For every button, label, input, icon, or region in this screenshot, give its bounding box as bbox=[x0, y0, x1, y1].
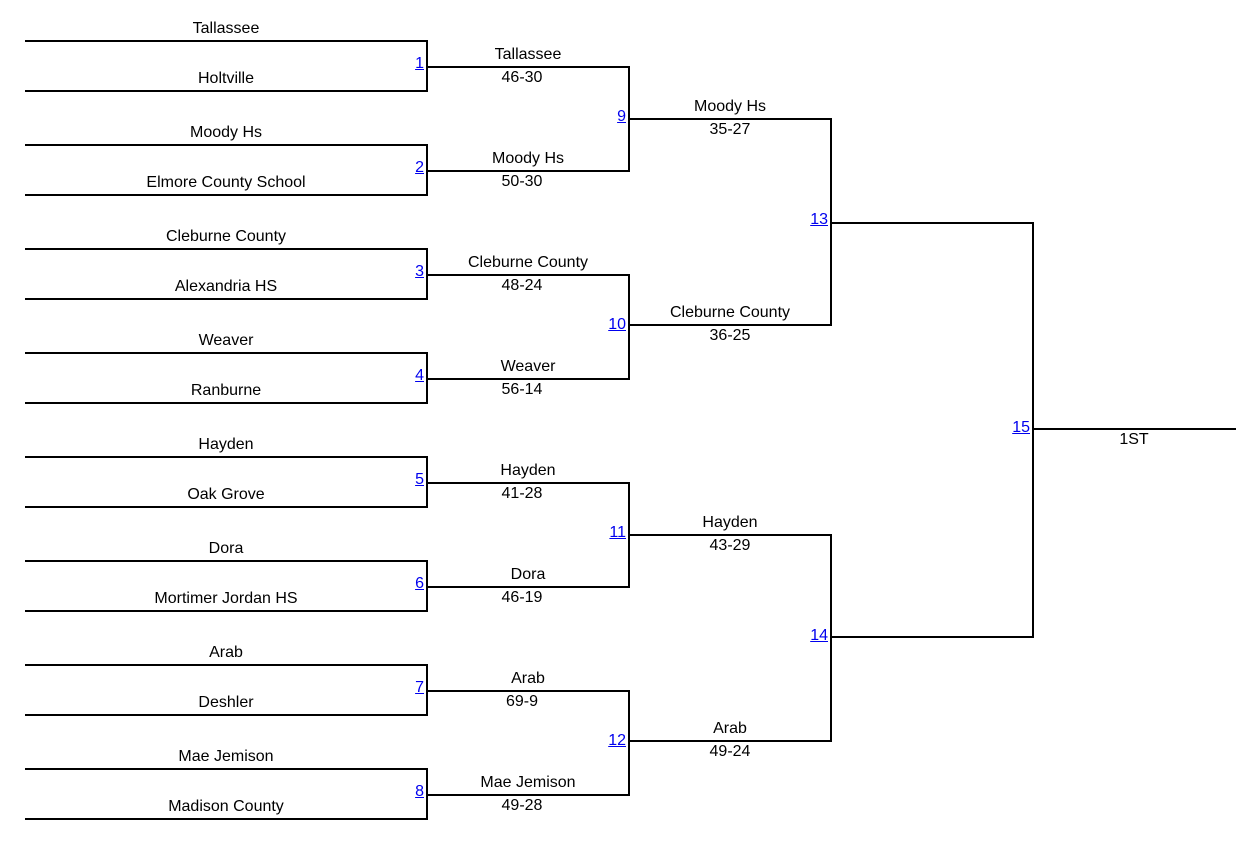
game-number-link[interactable]: 5 bbox=[415, 471, 424, 488]
winner-name: Moody Hs bbox=[491, 150, 565, 167]
round1-line bbox=[25, 714, 428, 716]
round2-line bbox=[427, 794, 630, 796]
game-number-link[interactable]: 11 bbox=[609, 524, 626, 541]
game-score: 46-19 bbox=[501, 589, 543, 606]
team-name: Ranburne bbox=[190, 382, 262, 399]
team-name: Alexandria HS bbox=[174, 278, 278, 295]
round3-line bbox=[629, 324, 832, 326]
round1-line bbox=[25, 40, 428, 42]
team-name: Weaver bbox=[198, 332, 254, 349]
game-score: 49-28 bbox=[501, 797, 543, 814]
team-name: Moody Hs bbox=[189, 124, 263, 141]
game-score: 56-14 bbox=[501, 381, 543, 398]
round2-line bbox=[427, 274, 630, 276]
game-score: 69-9 bbox=[505, 693, 539, 710]
game-number-link[interactable]: 3 bbox=[415, 263, 424, 280]
round1-line bbox=[25, 664, 428, 666]
round2-line bbox=[427, 170, 630, 172]
round1-line bbox=[25, 610, 428, 612]
round2-line bbox=[427, 586, 630, 588]
round3-line bbox=[629, 740, 832, 742]
game-number-link[interactable]: 2 bbox=[415, 159, 424, 176]
game-number-link[interactable]: 8 bbox=[415, 783, 424, 800]
game-number-link[interactable]: 10 bbox=[608, 316, 626, 333]
game-number-link[interactable]: 15 bbox=[1012, 419, 1030, 436]
winner-name: Cleburne County bbox=[467, 254, 589, 271]
game-number-link[interactable]: 9 bbox=[617, 108, 626, 125]
round3-line bbox=[629, 118, 832, 120]
game-score: 49-24 bbox=[709, 743, 751, 760]
game-number-link[interactable]: 4 bbox=[415, 367, 424, 384]
round1-line bbox=[25, 818, 428, 820]
winner-name: Weaver bbox=[500, 358, 556, 375]
team-name: Madison County bbox=[168, 798, 284, 815]
winner-name: Hayden bbox=[500, 462, 556, 479]
final-connector bbox=[1032, 223, 1034, 638]
team-name: Dora bbox=[208, 540, 244, 557]
round1-line bbox=[25, 402, 428, 404]
champion-label: 1ST bbox=[1119, 431, 1149, 448]
game-number-link[interactable]: 14 bbox=[810, 627, 828, 644]
champion-line bbox=[1033, 428, 1236, 430]
team-name: Arab bbox=[209, 644, 243, 661]
team-name: Cleburne County bbox=[165, 228, 287, 245]
winner-name: Arab bbox=[713, 720, 747, 737]
round3-connector bbox=[830, 535, 832, 742]
semifinal-line bbox=[831, 222, 1034, 224]
round1-line bbox=[25, 298, 428, 300]
round1-line bbox=[25, 506, 428, 508]
team-name: Elmore County School bbox=[146, 174, 306, 191]
round1-line bbox=[25, 144, 428, 146]
team-name: Mae Jemison bbox=[178, 748, 274, 765]
team-name: Mortimer Jordan HS bbox=[154, 590, 298, 607]
round1-line bbox=[25, 768, 428, 770]
team-name: Oak Grove bbox=[187, 486, 265, 503]
round2-connector bbox=[628, 275, 630, 380]
game-number-link[interactable]: 13 bbox=[810, 211, 828, 228]
game-score: 48-24 bbox=[501, 277, 543, 294]
winner-name: Hayden bbox=[702, 514, 758, 531]
winner-name: Cleburne County bbox=[669, 304, 791, 321]
game-score: 50-30 bbox=[501, 173, 543, 190]
team-name: Hayden bbox=[198, 436, 254, 453]
round1-line bbox=[25, 248, 428, 250]
game-score: 41-28 bbox=[501, 485, 543, 502]
game-number-link[interactable]: 1 bbox=[415, 55, 424, 72]
semifinal-line bbox=[831, 636, 1034, 638]
game-number-link[interactable]: 7 bbox=[415, 679, 424, 696]
team-name: Tallassee bbox=[192, 20, 260, 37]
round2-connector bbox=[628, 691, 630, 796]
winner-name: Tallassee bbox=[494, 46, 562, 63]
game-score: 43-29 bbox=[709, 537, 751, 554]
round2-line bbox=[427, 66, 630, 68]
round1-line bbox=[25, 194, 428, 196]
game-score: 46-30 bbox=[501, 69, 543, 86]
round1-line bbox=[25, 456, 428, 458]
round2-line bbox=[427, 378, 630, 380]
round3-line bbox=[629, 534, 832, 536]
round1-line bbox=[25, 352, 428, 354]
game-score: 35-27 bbox=[709, 121, 751, 138]
round1-line bbox=[25, 560, 428, 562]
round2-line bbox=[427, 482, 630, 484]
game-score: 36-25 bbox=[709, 327, 751, 344]
team-name: Deshler bbox=[198, 694, 254, 711]
winner-name: Moody Hs bbox=[693, 98, 767, 115]
game-number-link[interactable]: 12 bbox=[608, 732, 626, 749]
round2-line bbox=[427, 690, 630, 692]
winner-name: Arab bbox=[511, 670, 545, 687]
winner-name: Dora bbox=[510, 566, 546, 583]
team-name: Holtville bbox=[197, 70, 254, 87]
round1-line bbox=[25, 90, 428, 92]
game-number-link[interactable]: 6 bbox=[415, 575, 424, 592]
winner-name: Mae Jemison bbox=[480, 774, 576, 791]
